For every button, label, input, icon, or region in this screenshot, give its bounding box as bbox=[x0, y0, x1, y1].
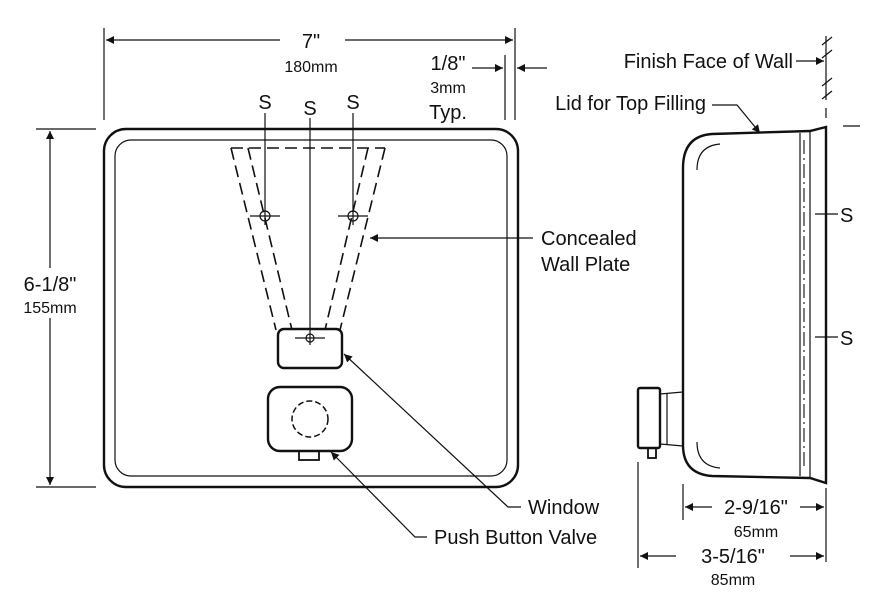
finish-face-of-wall: Finish Face of Wall bbox=[624, 36, 860, 127]
depth-dimension-body: 2-9/16" 65mm bbox=[682, 484, 827, 562]
height-mm: 155mm bbox=[23, 300, 76, 317]
window-callout: Window bbox=[343, 353, 600, 519]
front-outer-body bbox=[102, 127, 520, 489]
depth2-inches: 3-5/16" bbox=[701, 546, 765, 568]
gap-mm: 3mm bbox=[430, 80, 466, 97]
width-inches: 7" bbox=[302, 31, 320, 53]
screw-hole-bottom bbox=[305, 333, 315, 343]
lid-callout: Lid for Top Filling bbox=[555, 93, 761, 134]
depth1-inches: 2-9/16" bbox=[724, 497, 788, 519]
width-mm: 180mm bbox=[284, 59, 337, 76]
screw-hole-right bbox=[347, 210, 359, 222]
depth1-mm: 65mm bbox=[734, 524, 778, 541]
screw-label-right: S bbox=[346, 92, 359, 114]
push-button-valve bbox=[266, 385, 354, 461]
side-view: S S bbox=[636, 125, 853, 485]
screw-centerlines bbox=[250, 113, 368, 345]
depth-dimension-overall: 3-5/16" 85mm bbox=[637, 462, 824, 589]
concealed-label-2: Wall Plate bbox=[541, 254, 630, 276]
finish-face-label: Finish Face of Wall bbox=[624, 51, 793, 73]
screw-hole-left bbox=[259, 210, 271, 222]
window-label: Window bbox=[528, 497, 600, 519]
front-inner-face bbox=[114, 139, 508, 477]
concealed-label-1: Concealed bbox=[541, 228, 637, 250]
window bbox=[276, 327, 344, 370]
side-push-button bbox=[636, 386, 684, 459]
concealed-wall-plate bbox=[230, 147, 386, 331]
side-body bbox=[681, 125, 828, 485]
side-screw-label-upper: S bbox=[840, 205, 853, 227]
lid-label: Lid for Top Filling bbox=[555, 93, 706, 115]
gap-dimension: 1/8" 3mm Typ. bbox=[429, 53, 547, 124]
side-screw-label-lower: S bbox=[840, 328, 853, 350]
screw-label-left: S bbox=[258, 92, 271, 114]
height-dimension: 6-1/8" 155mm bbox=[23, 128, 96, 488]
depth2-mm: 85mm bbox=[711, 572, 755, 589]
height-inches: 6-1/8" bbox=[24, 274, 77, 296]
front-view: S S S bbox=[102, 92, 520, 489]
screw-label-center: S bbox=[303, 98, 316, 120]
concealed-wall-plate-callout: Concealed Wall Plate bbox=[370, 228, 637, 276]
width-dimension: 7" 180mm bbox=[103, 28, 516, 120]
push-button-label: Push Button Valve bbox=[434, 527, 597, 549]
gap-inches: 1/8" bbox=[431, 53, 466, 75]
push-button-callout: Push Button Valve bbox=[330, 451, 597, 549]
gap-typ: Typ. bbox=[429, 102, 467, 124]
